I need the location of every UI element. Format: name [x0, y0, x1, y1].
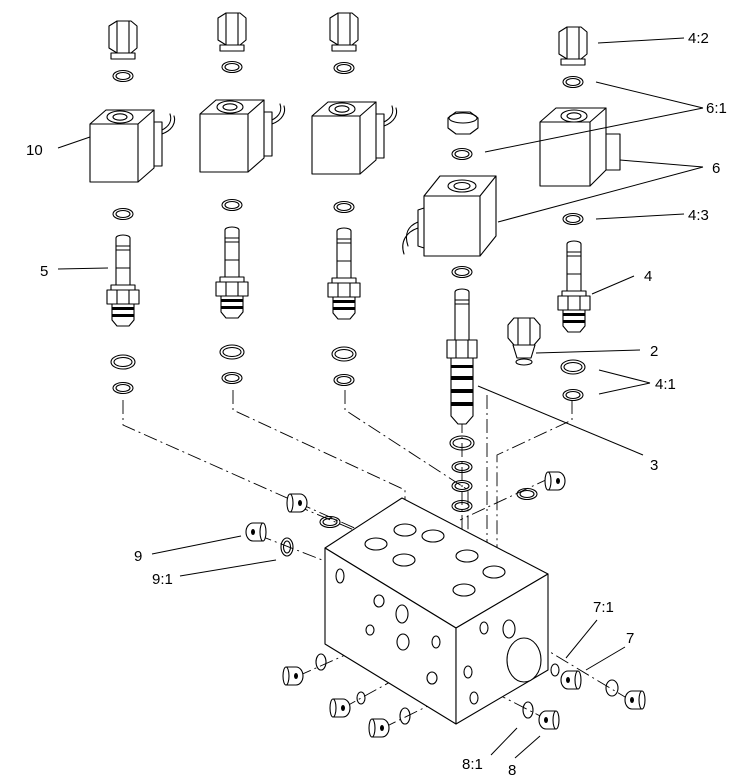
o-ring — [562, 75, 584, 89]
o-ring — [333, 373, 355, 387]
o-ring — [550, 663, 560, 677]
callout-4: 4 — [644, 268, 652, 285]
port-plug — [329, 698, 351, 718]
solenoid-column-3 — [311, 12, 398, 387]
o-ring — [562, 212, 584, 226]
o-ring — [315, 653, 327, 671]
port-plug — [544, 471, 566, 491]
callout-9-1: 9:1 — [152, 571, 173, 588]
o-ring — [356, 691, 366, 705]
callout-10: 10 — [26, 142, 43, 159]
solenoid-cartridge-valve — [557, 240, 591, 333]
o-ring — [605, 679, 619, 697]
o-ring — [451, 265, 473, 279]
callout-4-2: 4:2 — [688, 30, 709, 47]
cap-nut — [558, 26, 588, 66]
o-ring — [221, 198, 243, 212]
o-ring — [333, 61, 355, 75]
o-ring — [112, 207, 134, 221]
port-plug — [282, 666, 304, 686]
callout-8-1: 8:1 — [462, 756, 483, 773]
o-ring — [221, 371, 243, 385]
cartridge-valve-long — [446, 288, 478, 425]
port-plug — [245, 522, 267, 542]
o-ring — [522, 701, 534, 719]
o-ring — [219, 344, 245, 360]
o-ring — [280, 537, 294, 557]
cap-nut — [329, 12, 359, 52]
leader-lines — [57, 37, 704, 759]
port-plug — [624, 690, 646, 710]
port-plug — [286, 493, 308, 513]
solenoid-coil — [89, 109, 176, 183]
o-ring — [221, 60, 243, 74]
callout-6-1: 6:1 — [706, 100, 727, 117]
solenoid-coil — [199, 99, 286, 173]
callout-4-1: 4:1 — [655, 376, 676, 393]
solenoid-column-4 — [402, 111, 497, 513]
callout-8: 8 — [508, 762, 516, 779]
callout-4-3: 4:3 — [688, 207, 709, 224]
o-ring — [319, 515, 341, 529]
o-ring — [451, 499, 473, 513]
o-ring — [560, 359, 586, 375]
o-ring — [110, 354, 136, 370]
o-ring — [333, 200, 355, 214]
o-ring — [562, 388, 584, 402]
manifold-block — [324, 497, 549, 725]
cap-nut — [217, 12, 247, 52]
solenoid-coil-rear — [539, 107, 621, 187]
o-ring — [112, 69, 134, 83]
o-ring — [331, 346, 357, 362]
relief-plug — [507, 317, 541, 366]
callout-6: 6 — [712, 160, 720, 177]
solenoid-cartridge-valve — [327, 227, 361, 320]
callout-9: 9 — [134, 548, 142, 565]
callout-3: 3 — [650, 457, 658, 474]
callout-2: 2 — [650, 343, 658, 360]
solenoid-column-5 — [539, 26, 621, 402]
solenoid-coil — [311, 101, 398, 175]
o-ring — [516, 487, 538, 501]
port-plug — [560, 670, 582, 690]
solenoid-coil-tilted — [402, 175, 497, 257]
o-ring — [112, 381, 134, 395]
callout-7: 7 — [626, 630, 634, 647]
solenoid-cartridge-valve — [106, 234, 140, 327]
o-ring — [399, 707, 411, 725]
o-ring — [451, 147, 473, 161]
solenoid-cartridge-valve — [215, 226, 249, 319]
solenoid-column-1 — [89, 20, 176, 395]
cap-nut — [108, 20, 138, 60]
callout-5: 5 — [40, 263, 48, 280]
solenoid-column-2 — [199, 12, 286, 385]
callout-labels: 10 5 9 9:1 4:2 6:1 6 4:3 4 2 4:1 3 7:1 7… — [26, 30, 727, 779]
callout-7-1: 7:1 — [593, 599, 614, 616]
port-plug — [538, 710, 560, 730]
port-plug — [368, 718, 390, 738]
